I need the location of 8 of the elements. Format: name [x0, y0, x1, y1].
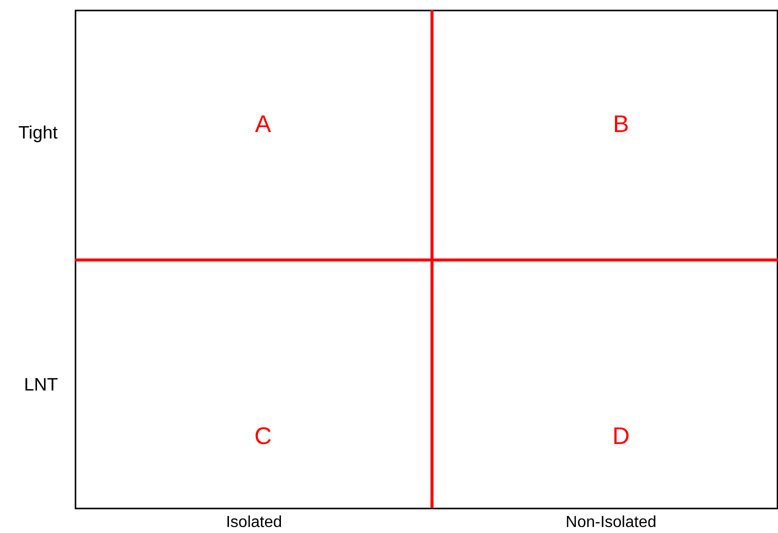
axis-label: LNT [24, 374, 58, 396]
axis-label: Tight [18, 122, 58, 144]
axis-label: Isolated [226, 514, 282, 532]
quadrant-letter: A [255, 111, 271, 139]
quadrant-letter: D [612, 423, 630, 451]
axis-label: Non-Isolated [566, 514, 656, 532]
quadrant-letter: B [613, 111, 629, 139]
quadrant-letter: C [254, 423, 272, 451]
